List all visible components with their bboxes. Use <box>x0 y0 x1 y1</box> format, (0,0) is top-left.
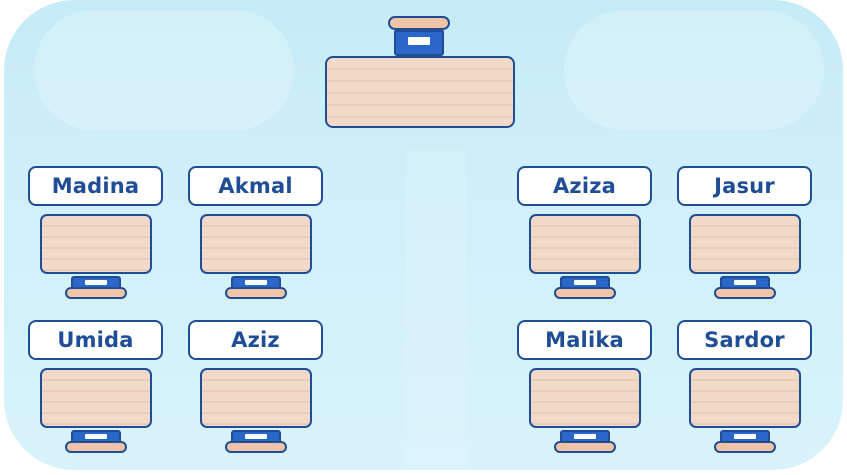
chair-seat <box>225 287 287 299</box>
student-desk-jasur <box>689 214 801 274</box>
name-tag-akmal: Akmal <box>188 166 323 206</box>
student-desk-malika <box>529 368 641 428</box>
student-desk-aziza <box>529 214 641 274</box>
teacher-chair-back <box>394 30 444 56</box>
student-chair-aziz <box>225 430 287 454</box>
chair-seat <box>554 441 616 453</box>
chair-seat <box>714 287 776 299</box>
name-tag-sardor: Sardor <box>677 320 812 360</box>
student-chair-madina <box>65 276 127 300</box>
chair-seat <box>65 441 127 453</box>
chair-seat <box>554 287 616 299</box>
name-tag-jasur: Jasur <box>677 166 812 206</box>
student-desk-umida <box>40 368 152 428</box>
student-chair-akmal <box>225 276 287 300</box>
student-desk-akmal <box>200 214 312 274</box>
student-desk-sardor <box>689 368 801 428</box>
chair-seat <box>714 441 776 453</box>
chair-seat <box>65 287 127 299</box>
classroom-aisle <box>406 150 466 470</box>
background-highlight-left <box>34 10 294 130</box>
student-desk-madina <box>40 214 152 274</box>
student-chair-sardor <box>714 430 776 454</box>
name-tag-aziza: Aziza <box>517 166 652 206</box>
name-tag-aziz: Aziz <box>188 320 323 360</box>
chair-seat <box>225 441 287 453</box>
name-tag-umida: Umida <box>28 320 163 360</box>
student-chair-umida <box>65 430 127 454</box>
teacher-chair <box>388 16 450 58</box>
name-tag-madina: Madina <box>28 166 163 206</box>
student-chair-aziza <box>554 276 616 300</box>
name-tag-malika: Malika <box>517 320 652 360</box>
student-desk-aziz <box>200 368 312 428</box>
teacher-chair-seat <box>388 16 450 30</box>
teacher-desk <box>325 56 515 128</box>
student-chair-jasur <box>714 276 776 300</box>
background-highlight-right <box>564 10 824 130</box>
student-chair-malika <box>554 430 616 454</box>
